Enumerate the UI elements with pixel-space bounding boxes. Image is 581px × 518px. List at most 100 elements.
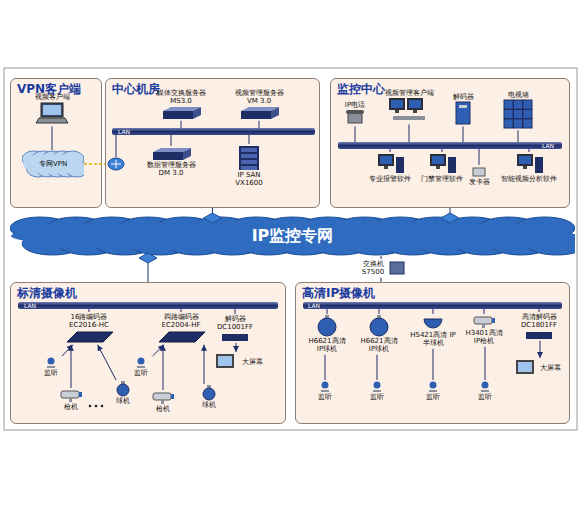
server-icon: [141, 147, 201, 161]
san-icon: [225, 145, 273, 171]
vpn-cloud: 专网VPN: [22, 150, 84, 178]
device-label: 专网VPN: [39, 159, 67, 169]
device-node: H5421高清 IP半球机: [408, 314, 458, 349]
bus-wire: [463, 126, 464, 142]
device-node: H3401高清 IP枪机: [462, 314, 506, 347]
device-label: 媒体交换服务器 MS3.0: [151, 89, 211, 106]
device-label: 监听: [478, 393, 492, 401]
mic-icon: [313, 381, 337, 393]
device-label: 球机: [202, 401, 216, 409]
panel-title: 中心机房: [112, 81, 160, 98]
bus-wire: [518, 130, 519, 142]
device-node: 发卡器: [464, 165, 494, 187]
network-bus: [338, 142, 562, 149]
screen-icon: [215, 353, 235, 371]
device-node: 大屏幕: [214, 352, 270, 372]
connector: [236, 343, 237, 352]
pc-icon: [499, 153, 559, 175]
device-label: H3401高清 IP枪机: [463, 329, 505, 346]
device-label: 视频客户端: [35, 93, 70, 101]
device-node: 监听: [364, 380, 390, 402]
device-label: IP SAN VX1600: [225, 171, 273, 188]
ptz-icon: [305, 315, 349, 337]
bus-wire: [529, 149, 530, 152]
decoder-icon: [513, 330, 565, 340]
connector: [381, 256, 382, 259]
server-icon: [151, 106, 211, 120]
device-label: 16路编码器 EC2016-HC: [59, 313, 119, 330]
dome-icon: [111, 381, 135, 397]
device-node: 枪机: [150, 390, 176, 414]
gun-icon: [463, 315, 505, 329]
device-label: 门禁管理软件: [421, 175, 463, 183]
mic-icon: [129, 357, 153, 369]
more-dots: [101, 405, 104, 408]
network-bus: [112, 128, 315, 135]
network-bus: [18, 302, 278, 309]
bus-wire: [479, 149, 480, 165]
connector: [377, 355, 378, 380]
device-label: H6621高清 IP球机: [305, 337, 349, 354]
region-panel: 中心机房媒体交换服务器 MS3.0 视频管理服务器 VM 3.0 数据管理服务器 D…: [105, 78, 320, 208]
panel-title: 监控中心: [337, 81, 385, 98]
device-label: H5421高清 IP半球机: [409, 331, 457, 348]
device-node: 门禁管理软件: [418, 152, 466, 184]
phone-icon: [339, 109, 371, 125]
device-node: 高清解码器 DC1801FF: [512, 312, 566, 341]
connector: [163, 345, 164, 390]
panel-title: 高清IP摄像机: [302, 285, 375, 302]
device-node: 四路编码器 EC2004-HF: [150, 312, 212, 345]
panel-title: 标清摄像机: [17, 285, 77, 302]
device-node: 解码器 DC1001FF: [212, 314, 258, 343]
bus-wire: [442, 149, 443, 152]
device-label: 数据管理服务器 DM 3.0: [141, 161, 201, 178]
device-label: 交换机 S7500: [357, 260, 389, 277]
device-node: 监听: [38, 356, 64, 378]
device-label: 大屏幕: [235, 358, 269, 366]
device-node: 球机: [110, 380, 136, 406]
device-label: 解码器 DC1001FF: [213, 315, 257, 332]
connector: [204, 345, 205, 384]
gun-icon: [59, 389, 83, 403]
bus-wire: [539, 309, 540, 312]
device-label: 大屏幕: [535, 364, 565, 372]
encoder-icon: [151, 330, 211, 344]
server-icon: [229, 106, 289, 120]
device-label: 视频管理服务器 VM 3.0: [229, 89, 289, 106]
device-node: 解码器: [446, 92, 480, 126]
connector: [433, 349, 434, 380]
device-node: 大屏幕: [514, 358, 566, 378]
connector: [71, 345, 72, 388]
device-label: 球机: [116, 397, 130, 405]
device-label: 四路编码器 EC2004-HF: [151, 313, 211, 330]
device-node: 智能视频分析软件: [498, 152, 560, 184]
bus-wire: [181, 121, 182, 128]
device-label: 监听: [44, 369, 58, 377]
device-label: 监听: [370, 393, 384, 401]
device-node: 电视墙: [488, 90, 548, 130]
device-node: 监听: [420, 380, 446, 402]
device-label: 发卡器: [469, 178, 490, 186]
pc-icon: [367, 153, 413, 175]
device-label: 智能视频分析软件: [501, 175, 557, 183]
switch-icon: [389, 261, 405, 275]
bus-label: LAN: [308, 302, 320, 309]
dome-icon: [197, 385, 221, 401]
laptop-icon: [25, 101, 79, 125]
mic-icon: [421, 381, 445, 393]
device-label: 枪机: [156, 405, 170, 413]
device-node: H6621高清 IP球机: [304, 314, 350, 355]
bus-wire: [235, 309, 236, 314]
device-node: 球机: [196, 384, 222, 410]
device-label: 监听: [134, 369, 148, 377]
device-label: 专业报警软件: [369, 175, 411, 183]
device-node: 监听: [312, 380, 338, 402]
connector: [381, 278, 382, 282]
mic-icon: [39, 357, 63, 369]
device-node: 监听: [472, 380, 498, 402]
bus-wire: [355, 126, 356, 142]
encoder-icon: [59, 330, 119, 344]
halfdome-icon: [409, 315, 457, 331]
